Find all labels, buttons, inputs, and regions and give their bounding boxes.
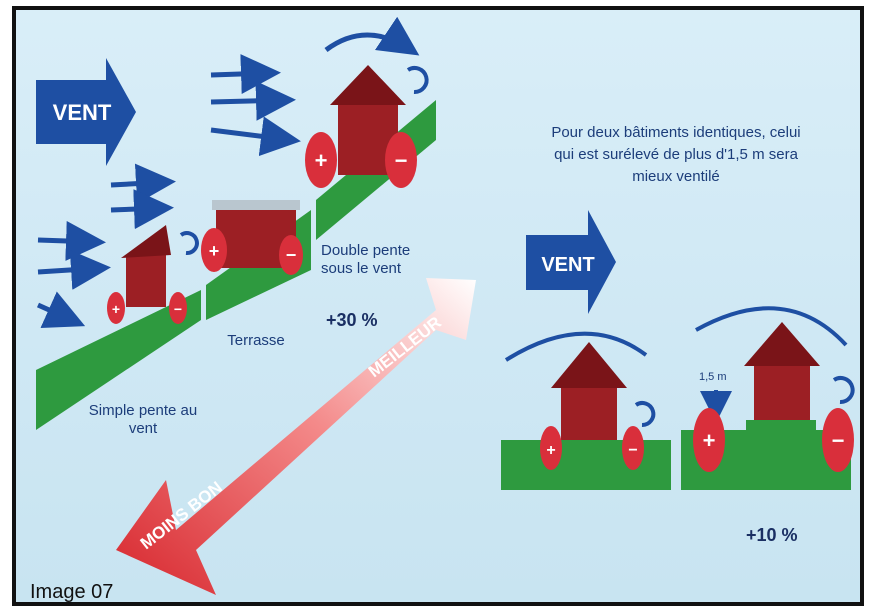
height-mark: 1,5 m: [699, 371, 727, 383]
svg-text:+: +: [209, 241, 220, 261]
ventilation-diagram: + − + − + −: [36, 16, 855, 595]
svg-text:+: +: [112, 301, 120, 317]
elevation-note: Pour deux bâtiments identiques, celui qu…: [551, 124, 801, 185]
quality-gradient-arrow: [116, 278, 476, 595]
vent-label-left: VENT: [53, 100, 112, 125]
wind-arrow-icon: [36, 58, 136, 166]
house-icon: [121, 225, 171, 307]
svg-text:−: −: [174, 301, 182, 317]
image-caption: Image 07: [30, 581, 114, 603]
minus-pressure-icon: [622, 408, 854, 472]
wind-lines: [504, 306, 855, 428]
vent-label-right: VENT: [541, 254, 594, 276]
wind-lines: [36, 16, 420, 329]
figure-frame: + − + − + −: [12, 6, 864, 606]
minus-pressure-icon: [169, 132, 417, 324]
label-simple-pente: Simple pente au vent: [88, 402, 198, 437]
svg-text:−: −: [628, 442, 637, 459]
svg-text:−: −: [395, 148, 408, 173]
svg-text:+: +: [315, 148, 328, 173]
svg-text:−: −: [286, 245, 297, 265]
plus-pressure-icon: [540, 408, 725, 472]
house-icon: [551, 342, 627, 440]
percent-double-pente: +30 %: [326, 310, 378, 330]
svg-text:−: −: [832, 428, 845, 453]
swirl-icon: [179, 66, 429, 256]
label-double-pente: Double pente sous le vent: [321, 242, 411, 277]
wind-arrow-icon: [526, 210, 616, 314]
house-icon: [744, 322, 820, 420]
percent-surelevation: +10 %: [746, 525, 798, 545]
plus-pressure-icon: [107, 132, 337, 324]
label-terrasse: Terrasse: [227, 332, 285, 349]
svg-text:+: +: [703, 428, 716, 453]
svg-text:+: +: [546, 442, 555, 459]
